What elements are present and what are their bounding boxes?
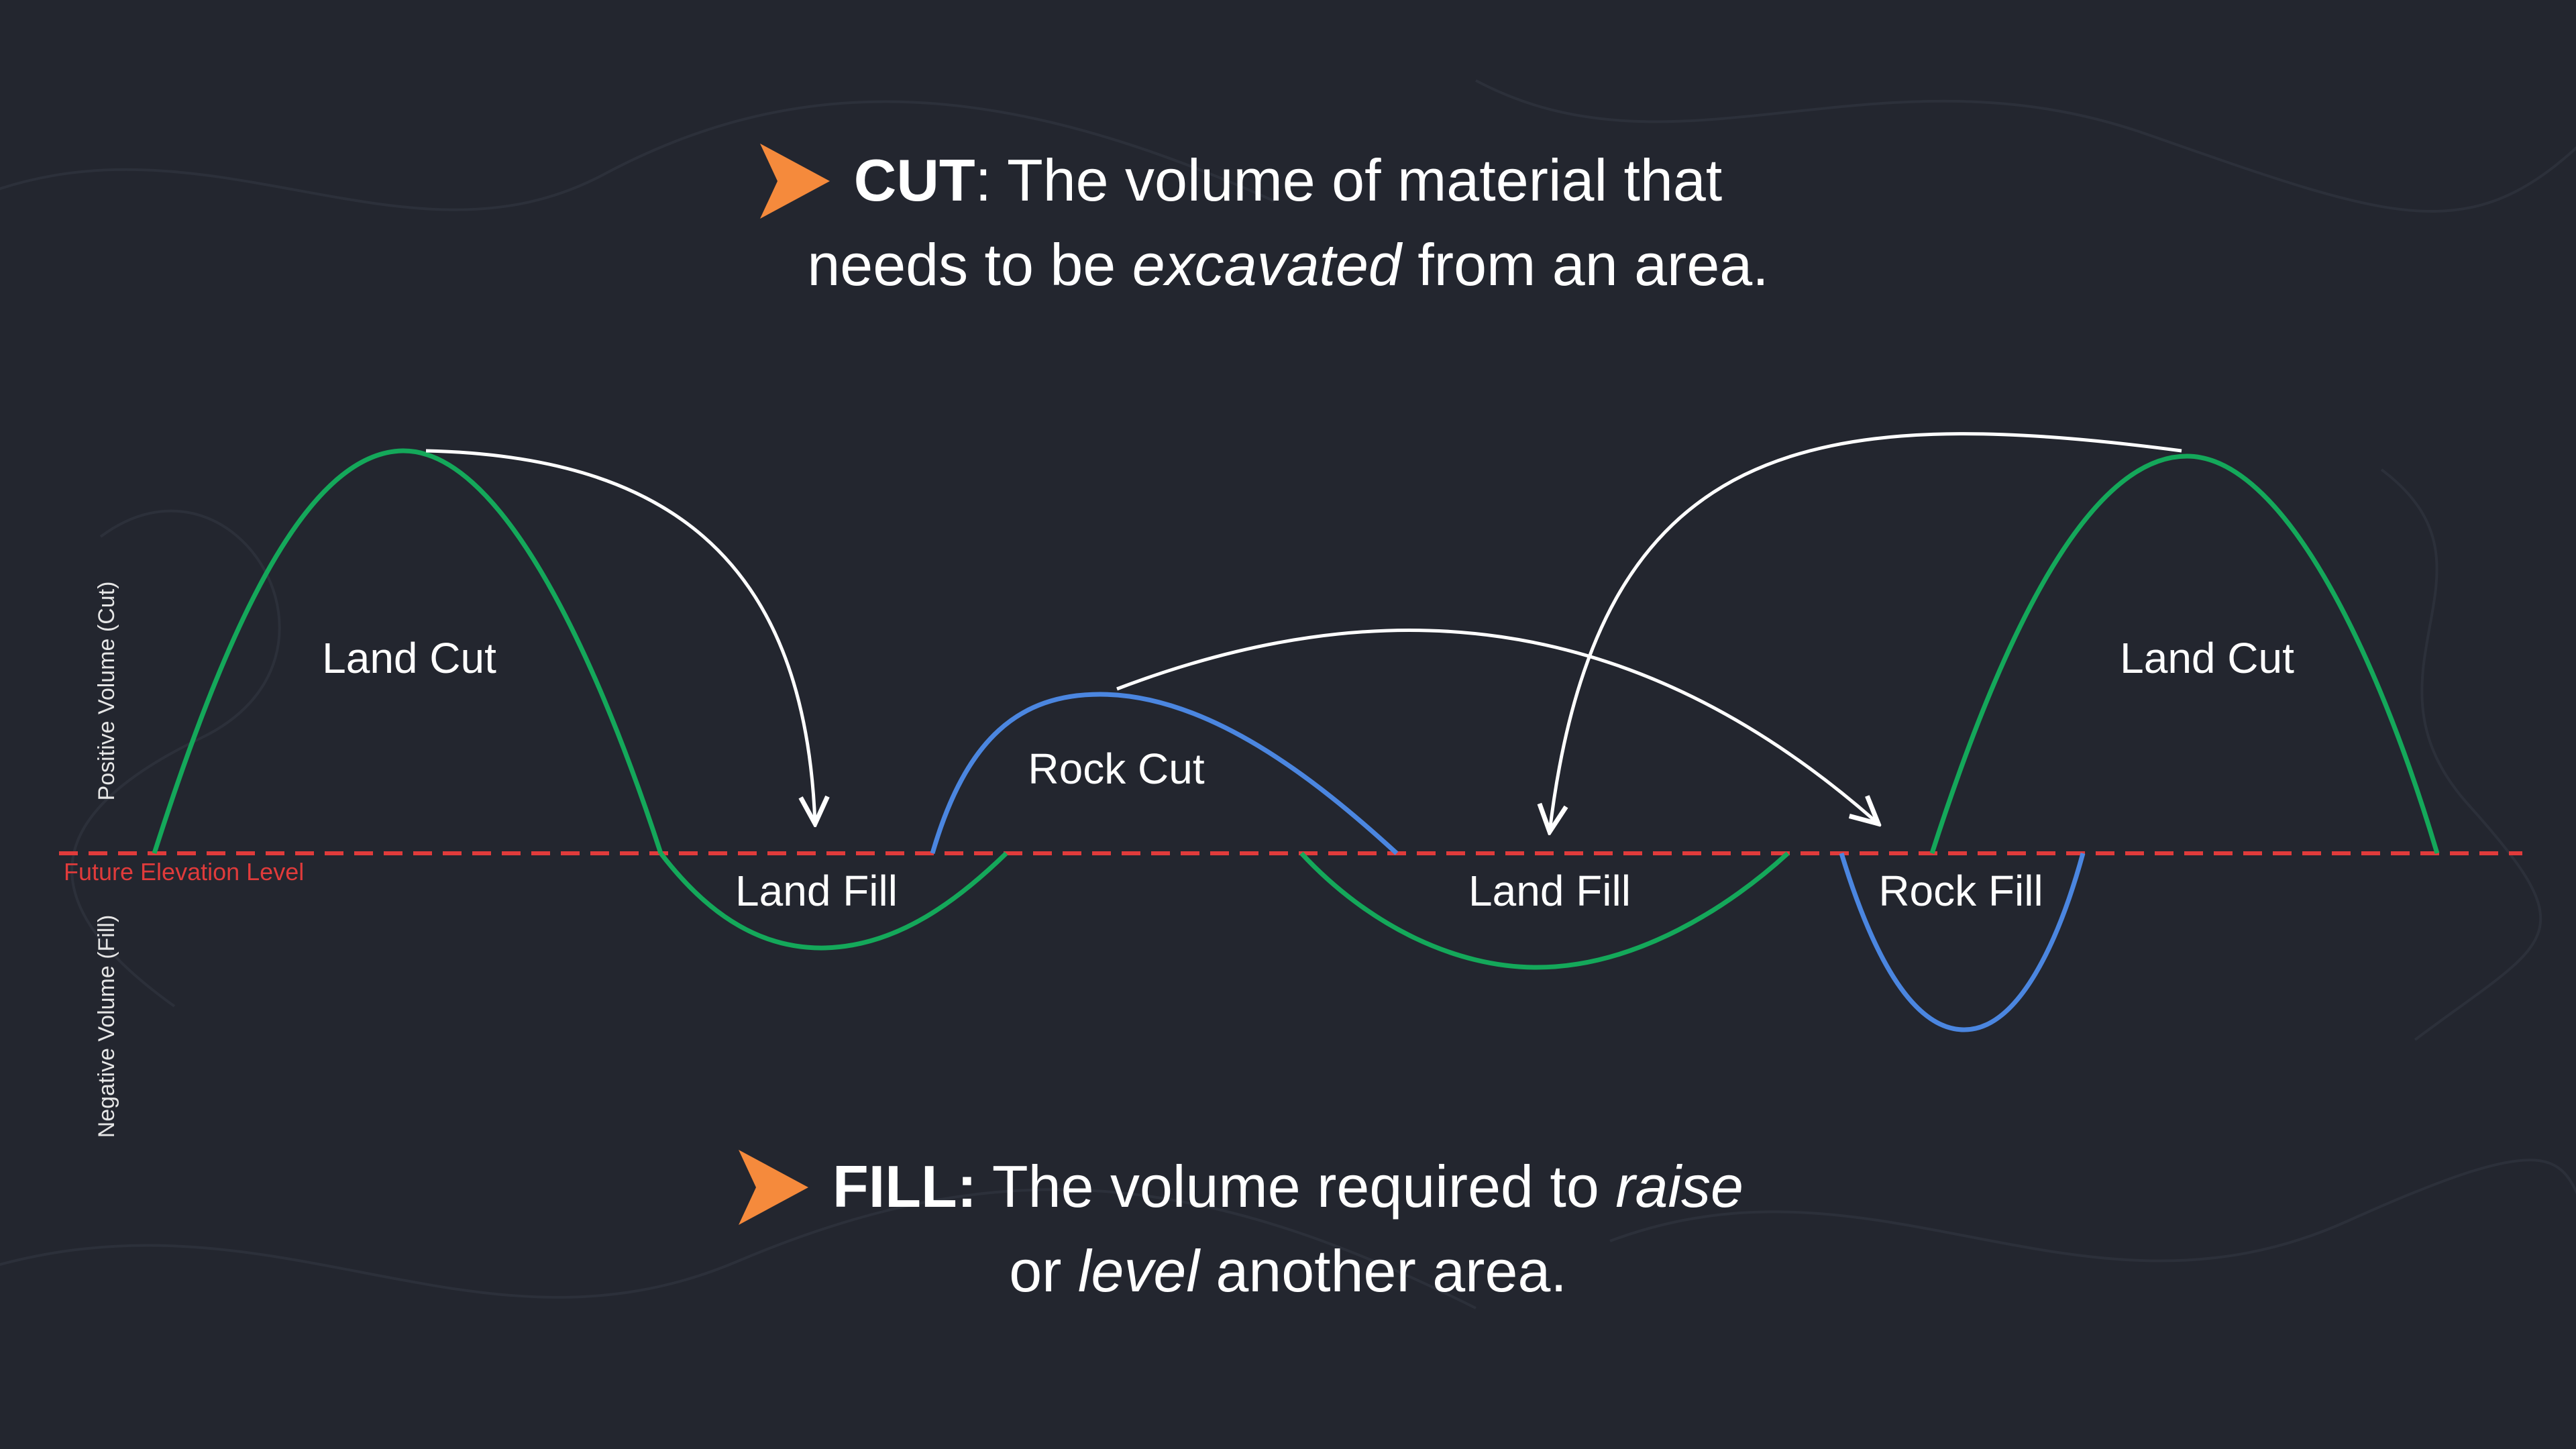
region-label-rock-fill: Rock Fill <box>1878 867 2043 915</box>
fill-emphasis-level: level <box>1077 1238 1199 1304</box>
positive-volume-axis-label: Positive Volume (Cut) <box>94 582 119 801</box>
play-arrow-icon <box>739 1150 808 1225</box>
land-fill-left-curve <box>659 851 1008 951</box>
negative-volume-axis-label: Negative Volume (Fill) <box>94 915 119 1138</box>
region-label-land-fill-left: Land Fill <box>735 867 898 915</box>
cut-emphasis: excavated <box>1132 231 1401 298</box>
region-label-land-cut-right: Land Cut <box>2120 634 2294 682</box>
cut-definition: CUT: The volume of material that needs t… <box>0 138 2576 307</box>
cut-definition-line-1: CUT: The volume of material that <box>0 138 2576 223</box>
fill-definition-line-1: FILL: The volume required to raise <box>0 1144 2576 1229</box>
flow-arrow-land-cut-to-land-fill <box>425 449 815 824</box>
cut-definition-line-2: needs to be excavated from an area. <box>0 223 2576 307</box>
region-label-land-fill-middle: Land Fill <box>1468 867 1631 915</box>
region-label-land-cut-left: Land Cut <box>322 634 496 682</box>
rock-fill-curve <box>1839 852 2086 1032</box>
cut-line2-pre: needs to be <box>807 231 1132 298</box>
land-fill-middle-curve <box>1299 851 1790 970</box>
fill-emphasis-raise: raise <box>1615 1153 1743 1220</box>
fill-line2-pre: or <box>1009 1238 1078 1304</box>
fill-definition-text: The volume required to <box>977 1153 1616 1220</box>
cut-term: CUT <box>853 147 975 213</box>
land-cut-right-curve <box>1929 453 2440 855</box>
flow-arrow-rock-cut-to-rock-fill <box>1116 629 1878 824</box>
topographic-background <box>0 79 2576 1309</box>
fill-definition: FILL: The volume required to raise or le… <box>0 1144 2576 1313</box>
cut-line2-post: from an area. <box>1401 231 1769 298</box>
fill-term: FILL: <box>833 1153 977 1220</box>
future-elevation-label: Future Elevation Level <box>64 858 304 885</box>
flow-arrow-land-cut-to-land-fill-right <box>1550 432 2182 832</box>
land-cut-left-curve <box>152 448 663 855</box>
region-label-rock-cut: Rock Cut <box>1028 745 1204 793</box>
fill-line2-post: another area. <box>1199 1238 1567 1304</box>
play-arrow-icon <box>759 144 830 219</box>
cut-definition-text: : The volume of material that <box>975 147 1723 213</box>
fill-definition-line-2: or level another area. <box>0 1229 2576 1313</box>
rock-cut-curve <box>930 692 1399 855</box>
